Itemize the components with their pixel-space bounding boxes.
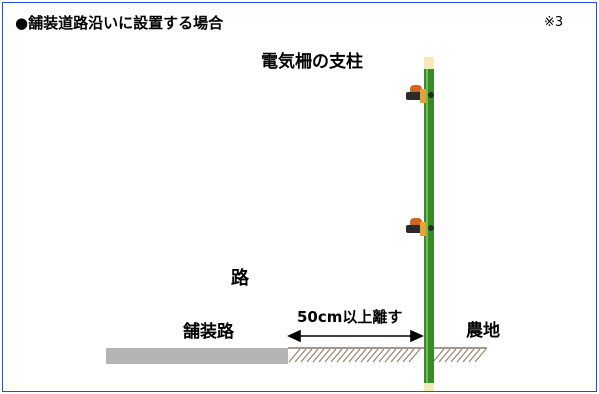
insulator-lower <box>406 218 434 236</box>
post-top-cap <box>424 57 434 71</box>
insulator-upper <box>406 85 434 103</box>
paved-road-label: 舗装路 <box>183 322 234 342</box>
paved-road-surface <box>106 348 288 364</box>
diagram-drawing <box>106 57 487 391</box>
farmland-label: 農地 <box>466 321 500 341</box>
post-bottom-cap <box>424 383 434 391</box>
road-label: 路 <box>231 268 249 289</box>
fence-post-highlight <box>426 69 428 385</box>
fence-post-label: 電気柵の支柱 <box>261 52 363 72</box>
page-title: ●舗装道路沿いに設置する場合 <box>15 14 224 32</box>
note-marker: ※3 <box>544 15 564 30</box>
soil-hatching <box>288 348 487 363</box>
distance-label: 50cm以上離す <box>297 308 403 326</box>
distance-arrow <box>287 329 424 343</box>
